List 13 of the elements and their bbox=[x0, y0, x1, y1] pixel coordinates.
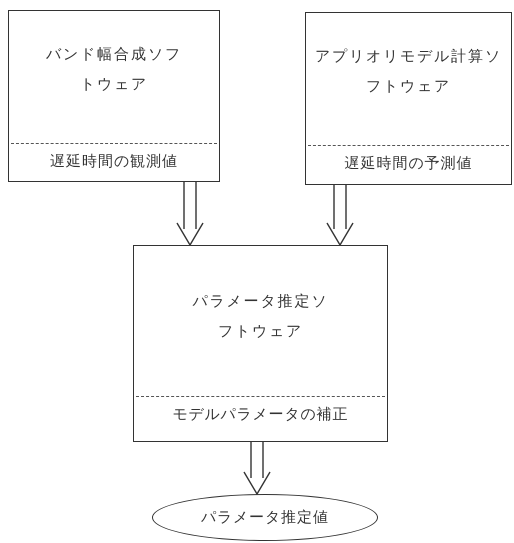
process-box bbox=[133, 245, 388, 442]
result-label: パラメータ推定値 bbox=[201, 508, 329, 527]
process-box bbox=[305, 12, 512, 185]
output-label: モデルパラメータの補正 bbox=[172, 405, 350, 424]
output-label: 遅延時間の観測値 bbox=[49, 152, 179, 171]
software-name: バンド幅合成ソフトウェア bbox=[45, 44, 183, 95]
hollow-arrow bbox=[326, 184, 354, 246]
hollow-arrow bbox=[176, 181, 204, 246]
software-name: パラメータ推定ソフトウェア bbox=[192, 291, 330, 342]
output-label: 遅延時間の予測値 bbox=[344, 154, 474, 173]
process-box bbox=[8, 10, 220, 182]
software-name: アプリオリモデル計算ソフトウェア bbox=[314, 46, 503, 97]
hollow-arrow bbox=[243, 441, 271, 496]
